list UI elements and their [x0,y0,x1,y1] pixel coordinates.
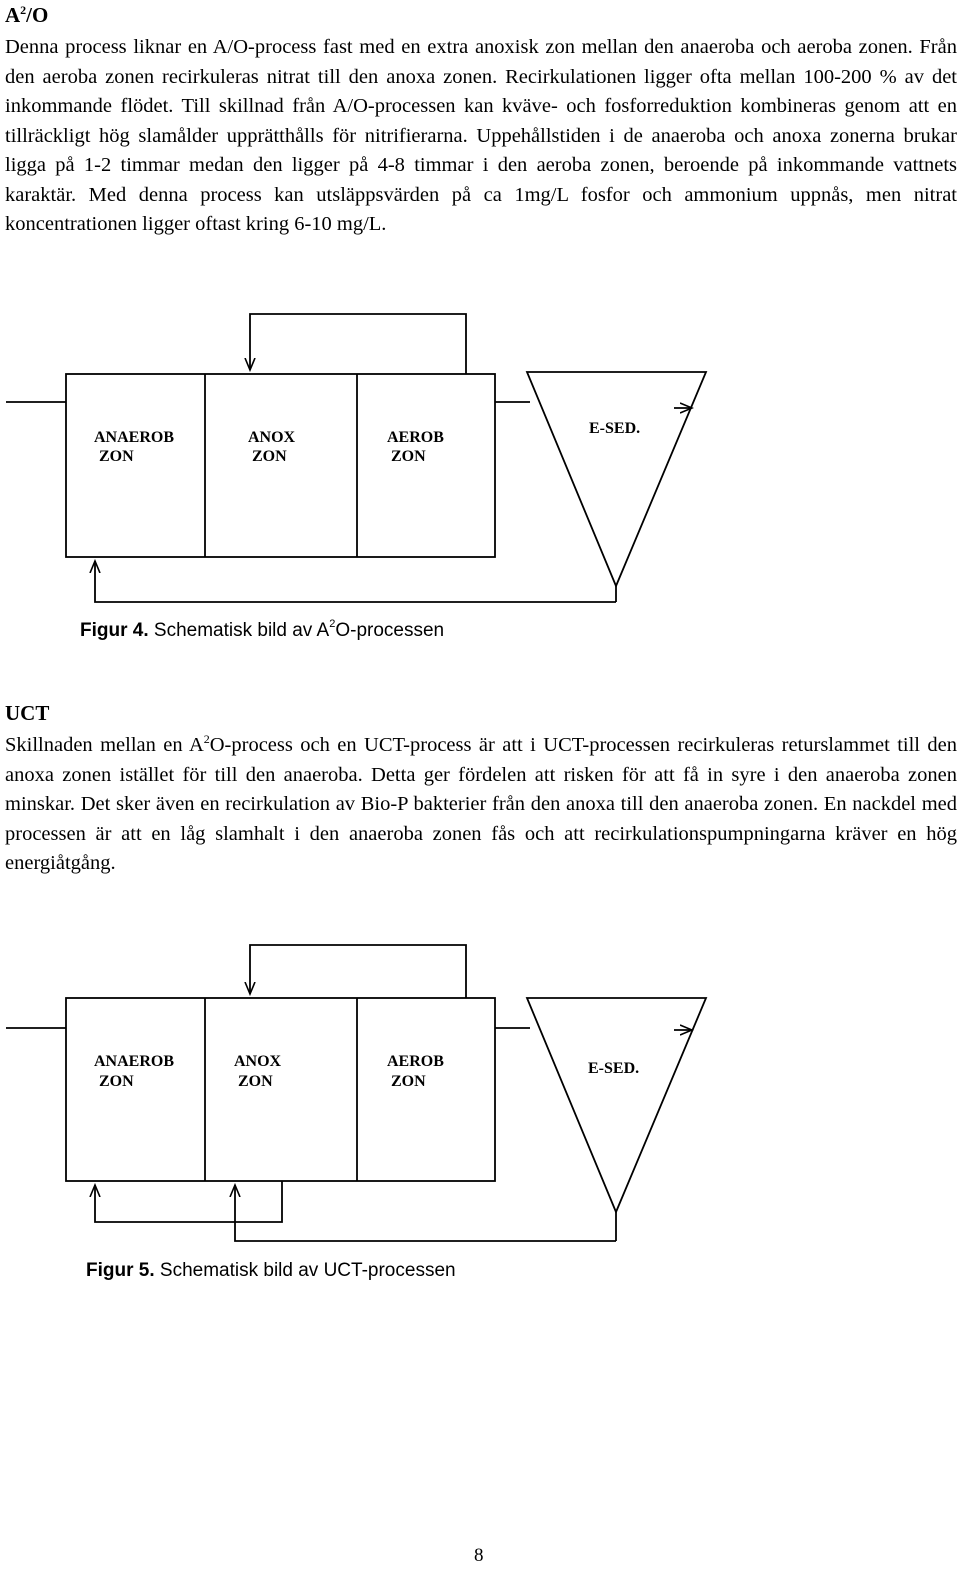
zone-label-zon: ZON [391,448,426,465]
figure-5-caption: Figur 5. Schematisk bild av UCT-processe… [86,1260,456,1281]
figure-4-diagram [6,313,708,603]
zone-label-zon: ZON [99,1073,134,1090]
zone-label-zon: ZON [391,1073,426,1090]
settler-label: E-SED. [589,420,640,437]
zone-label-aerob: AEROB [387,429,444,446]
zone-label-anaerob: ANAEROB [94,429,174,446]
zone-label-anox: ANOX [248,429,296,446]
zone-label-anaerob: ANAEROB [94,1053,174,1070]
basin-outline [65,373,496,558]
anoxic-recirculation-arrow [95,1181,283,1223]
nitrate-recirculation-arrow [250,944,467,998]
paragraph-a2o: Denna process liknar en A/O-process fast… [5,36,957,235]
zone-label-zon: ZON [99,448,134,465]
settler-shape [525,371,708,589]
paragraph-uct: Skillnaden mellan en A2O-process och en … [5,732,957,874]
settler-shape [525,997,708,1215]
figure-4-caption: Figur 4. Schematisk bild av A2O-processe… [80,618,445,642]
return-sludge-arrow [95,561,616,603]
return-sludge-arrow [235,1185,616,1242]
figure-5-diagram [6,944,708,1242]
section-heading-uct: UCT [5,701,50,725]
basin-outline [65,997,496,1182]
nitrate-recirculation-arrow [250,313,467,374]
page-number: 8 [474,1545,484,1566]
zone-label-zon: ZON [252,448,287,465]
zone-label-aerob: AEROB [387,1053,444,1070]
zone-label-zon: ZON [238,1073,273,1090]
zone-label-anox: ANOX [234,1053,282,1070]
settler-label: E-SED. [588,1060,639,1077]
section-heading-a2o: A2/O [5,3,49,27]
